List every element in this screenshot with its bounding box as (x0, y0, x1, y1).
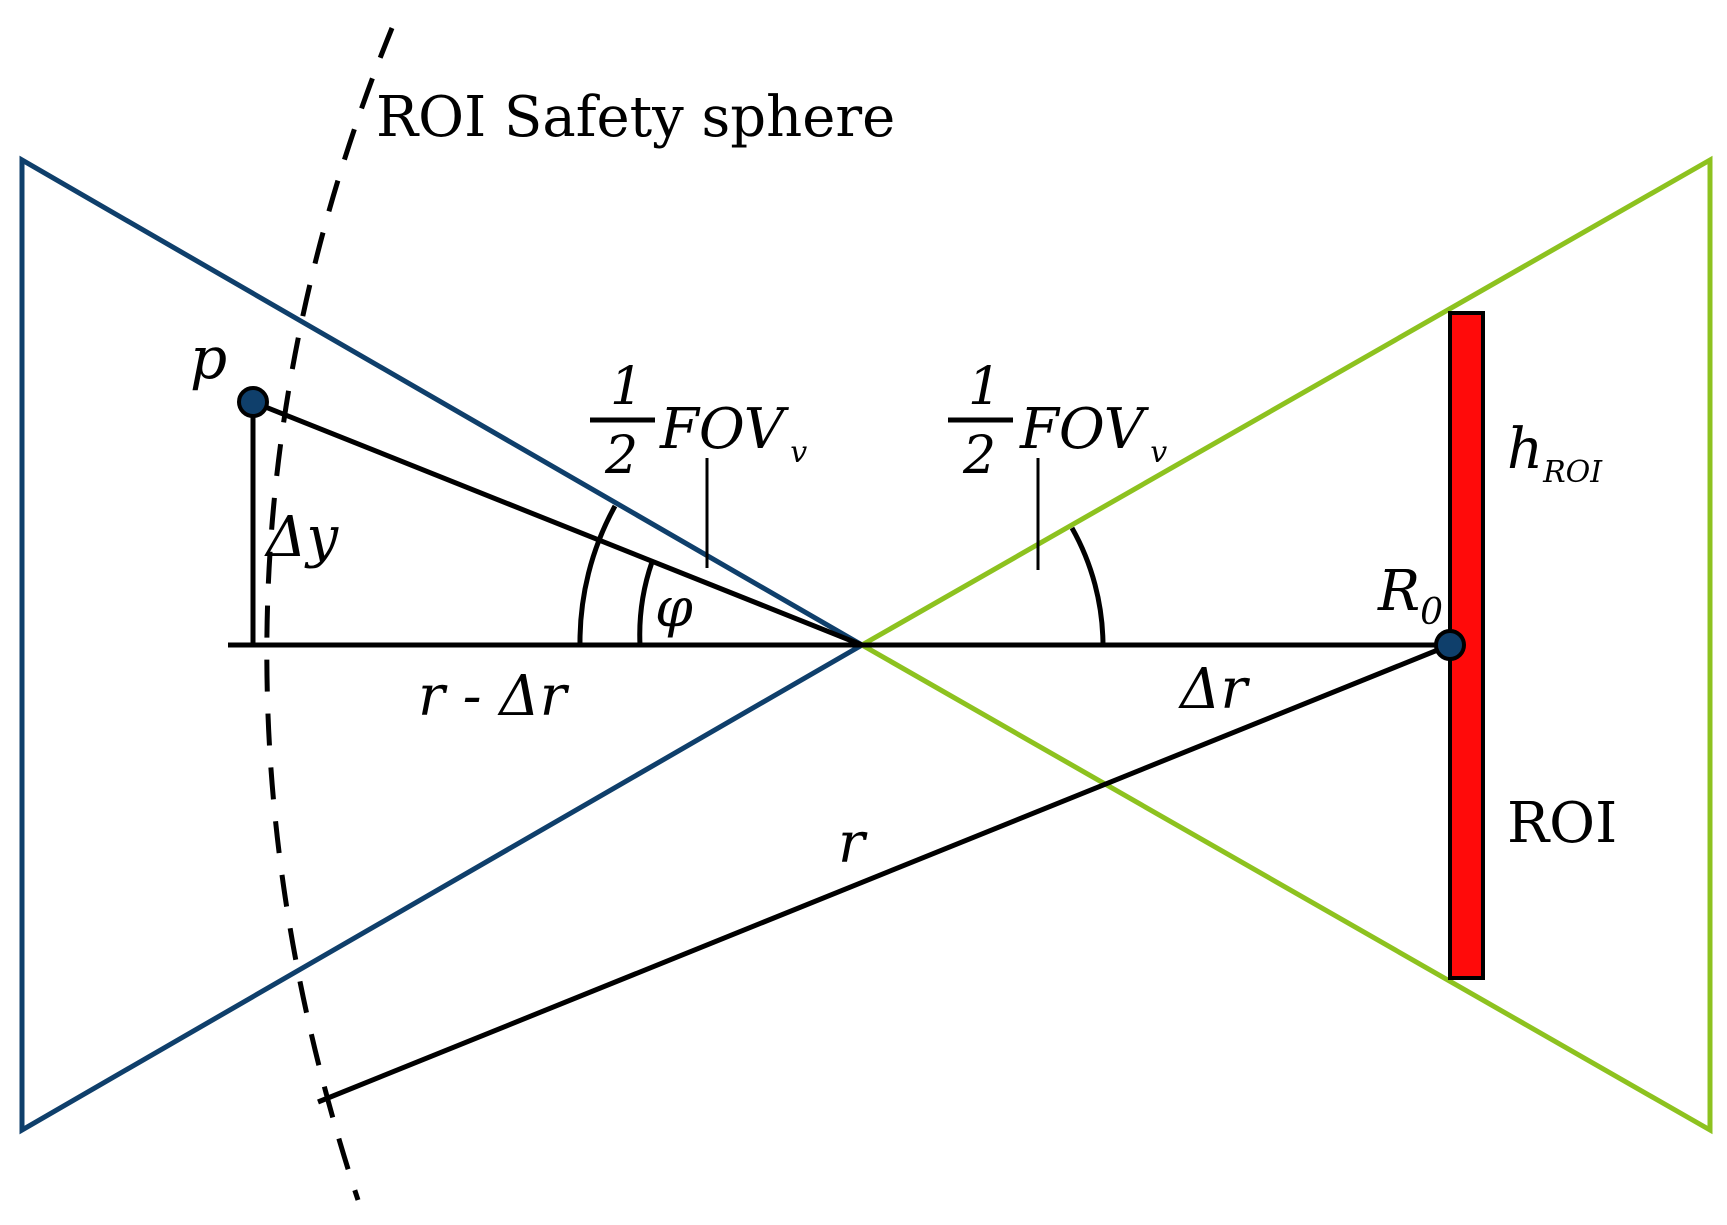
R0-main: R (1377, 559, 1420, 624)
fov-left-main: FOV (659, 397, 790, 462)
point-R0 (1434, 629, 1466, 661)
fov-left-denominator: 2 (604, 426, 638, 486)
r-minus-delta-r-label: r - Δr (418, 664, 570, 729)
fov-left-subscript: v (790, 435, 807, 470)
delta-y-label: Δy (264, 505, 339, 570)
fov-left-numerator: 1 (610, 357, 643, 417)
safety-sphere-arc (264, 27, 395, 1201)
fov-right-main: FOV (1019, 397, 1150, 462)
p-to-apex-line (252, 399, 863, 648)
fov-right-subscript: v (1150, 435, 1167, 470)
r-label: r (838, 811, 868, 876)
fov-right-numerator: 1 (968, 357, 1001, 417)
point-p (237, 386, 269, 418)
p-label: p (190, 324, 227, 392)
delta-r-label: Δr (1178, 657, 1250, 722)
h-subscript: ROI (1542, 455, 1603, 490)
left-fov-frustum (19, 155, 867, 1135)
h-roi-label: hROI (1507, 417, 1603, 490)
r-line (317, 642, 1451, 1105)
safety-sphere-label: ROI Safety sphere (376, 85, 895, 150)
roi-label: ROI (1507, 791, 1617, 856)
phi-label: φ (655, 576, 693, 639)
R0-label: R0 (1377, 559, 1443, 633)
fov-angle-arc-right (1069, 526, 1106, 646)
fov-right-denominator: 2 (962, 426, 996, 486)
right-fov-frustum (856, 155, 1713, 1135)
h-main: h (1507, 417, 1543, 482)
R0-subscript: 0 (1420, 592, 1443, 633)
phi-angle-arc (637, 561, 655, 646)
fov-angle-arc-left (577, 504, 618, 646)
